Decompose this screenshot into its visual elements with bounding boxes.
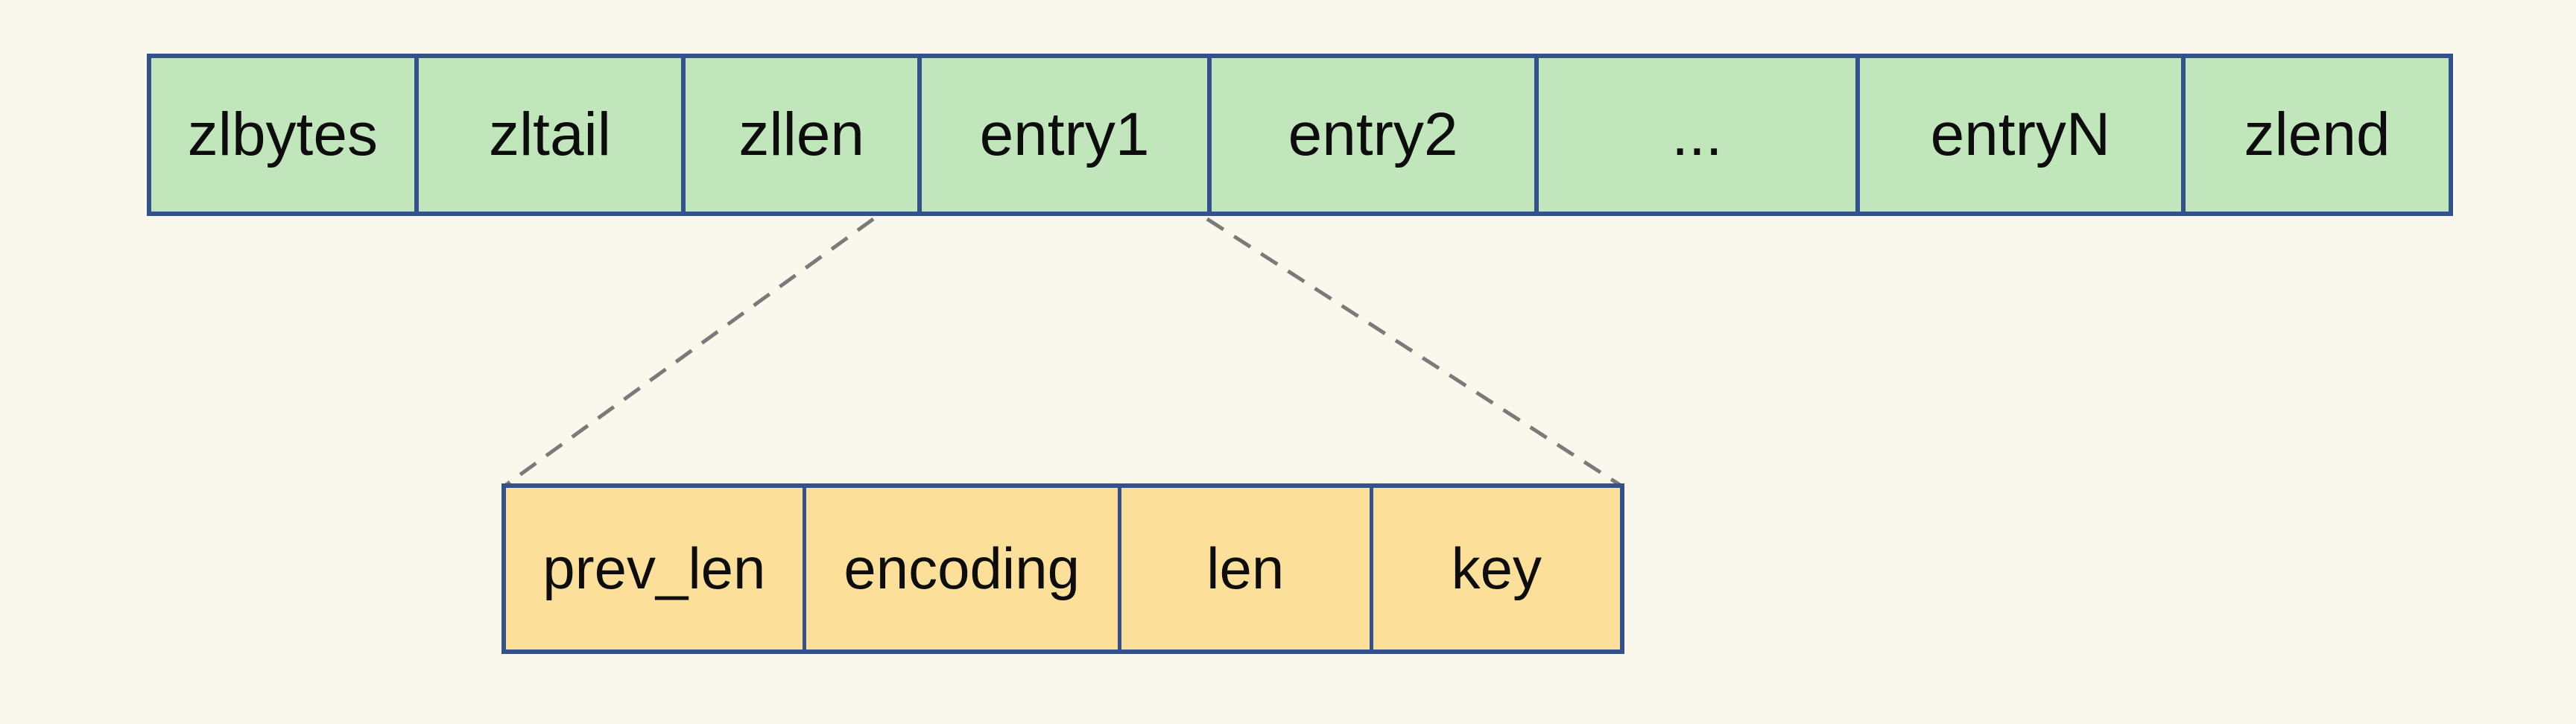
cell-zltail-label: zltail (488, 101, 611, 168)
cell-zllen: zllen (681, 58, 918, 212)
cell-zlend-label: zlend (2244, 101, 2390, 168)
cell-entry1: entry1 (917, 58, 1207, 212)
cell-key-label: key (1451, 536, 1542, 601)
cell-key: key (1369, 488, 1620, 650)
entry-detail-row: prev_len encoding len key (501, 483, 1624, 654)
cell-zlbytes-label: zlbytes (187, 101, 378, 168)
cell-zllen-label: zllen (738, 101, 865, 168)
cell-entryN: entryN (1855, 58, 2182, 212)
cell-ellipsis-label: ... (1671, 101, 1723, 168)
cell-entryN-label: entryN (1930, 101, 2111, 168)
cell-ellipsis: ... (1534, 58, 1855, 212)
cell-zlend: zlend (2181, 58, 2449, 212)
dashed-connector-left (504, 217, 875, 487)
cell-entry2: entry2 (1206, 58, 1535, 212)
cell-len: len (1117, 488, 1370, 650)
cell-prev-len: prev_len (506, 488, 803, 650)
cell-zltail: zltail (414, 58, 682, 212)
cell-entry2-label: entry2 (1288, 101, 1458, 168)
cell-zlbytes: zlbytes (151, 58, 414, 212)
dashed-connector-right (1206, 217, 1621, 487)
cell-entry1-label: entry1 (979, 101, 1150, 168)
cell-len-label: len (1206, 536, 1285, 601)
cell-encoding: encoding (802, 488, 1118, 650)
cell-prev-len-label: prev_len (542, 536, 766, 601)
ziplist-row: zlbytes zltail zllen entry1 entry2 ... e… (147, 54, 2453, 216)
cell-encoding-label: encoding (844, 536, 1080, 601)
